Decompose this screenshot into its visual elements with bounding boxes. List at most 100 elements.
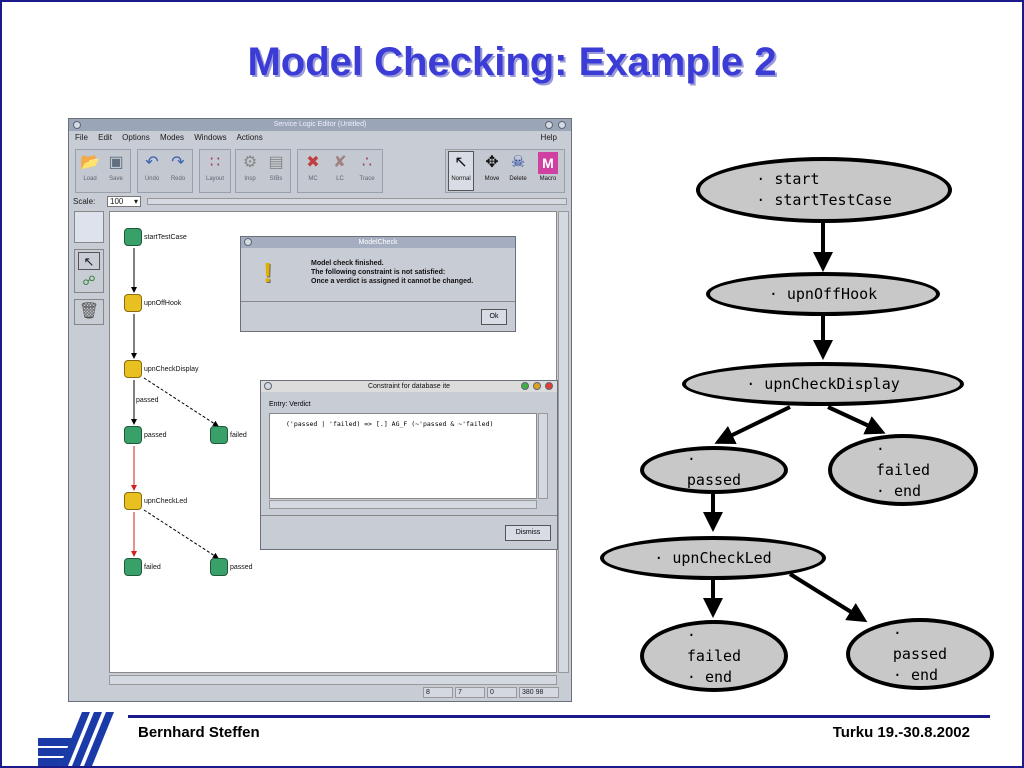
menu-help[interactable]: Help (540, 133, 557, 142)
vertical-scrollbar[interactable] (558, 211, 569, 673)
window-menu-icon[interactable] (244, 238, 252, 246)
sib-icon (124, 558, 142, 576)
macro-mode-button[interactable]: M Macro (536, 152, 560, 182)
layout-button[interactable]: ∷ Layout (203, 152, 227, 182)
edge-label: passed (136, 397, 159, 404)
normal-label: Normal (451, 176, 471, 182)
formula-vscroll[interactable] (538, 413, 548, 499)
menu-windows[interactable]: Windows (194, 133, 227, 142)
lc-button[interactable]: ✘ LC (328, 152, 352, 182)
layout-label: Layout (205, 176, 224, 182)
top-scrollbar[interactable] (147, 198, 567, 205)
sibs-label: SIBs (269, 176, 283, 182)
normal-mode-button[interactable]: ↖Normal (448, 151, 474, 191)
undo-button[interactable]: ↶Undo (140, 152, 164, 182)
dialog-title: Constraint for database ite (367, 383, 451, 390)
lc-label: LC (336, 176, 344, 182)
window-menu-icon[interactable] (73, 121, 81, 129)
trash-icon[interactable]: 🗑 (74, 299, 104, 325)
layout-icon: ∷ (209, 154, 221, 171)
graph-node[interactable]: passed (210, 558, 253, 576)
scale-label: Scale: (73, 197, 96, 206)
graph-edge (143, 509, 219, 559)
move-icon: ✥ (485, 154, 499, 171)
sibs-icon: ▤ (268, 154, 284, 171)
formula-hscroll[interactable] (269, 500, 537, 509)
menu-options[interactable]: Options (122, 133, 150, 142)
dialog-titlebar: Constraint for database ite (261, 381, 557, 392)
graph-node[interactable]: upnCheckLed (124, 492, 187, 510)
dialog-titlebar: ModelCheck (241, 237, 515, 248)
minimize-icon[interactable] (533, 382, 541, 390)
graph-edges (131, 248, 219, 559)
ok-button[interactable]: Ok (481, 309, 507, 325)
flow-node-label: · failed · end (686, 625, 742, 686)
modelcheck-message: Model check finished. The following cons… (311, 259, 473, 286)
flow-node-label: · failed · end (875, 439, 931, 500)
status-cell: 380 98 (519, 687, 559, 698)
dismiss-button[interactable]: Dismiss (505, 525, 551, 541)
move-mode-button[interactable]: ✥ Move (480, 152, 504, 182)
toolbar-group-layout: ∷ Layout (199, 149, 231, 193)
node-label: failed (144, 563, 161, 571)
palette-tools: ↖ ☍ (74, 249, 104, 293)
redo-button[interactable]: ↷ Redo (166, 152, 190, 182)
sib-icon (210, 558, 228, 576)
entry-label: Entry: Verdict (269, 401, 311, 408)
graph-node[interactable]: upnOffHook (124, 294, 181, 312)
graph-node[interactable]: passed (124, 426, 167, 444)
graph-node[interactable]: failed (124, 558, 161, 576)
trace-icon: ∴ (361, 154, 373, 171)
maximize-icon[interactable] (558, 121, 566, 129)
phone-icon (124, 294, 142, 312)
horizontal-scrollbar[interactable] (109, 675, 557, 685)
node-label: passed (144, 431, 167, 439)
macro-label: Macro (539, 176, 557, 182)
connect-tool-icon[interactable]: ☍ (82, 273, 96, 288)
save-label: Save (109, 176, 123, 182)
macro-icon: M (538, 152, 558, 174)
maximize-icon[interactable] (521, 382, 529, 390)
delete-label: Delete (509, 176, 527, 182)
menu-actions[interactable]: Actions (236, 133, 263, 142)
menu-modes[interactable]: Modes (159, 133, 184, 142)
footer-author: Bernhard Steffen (138, 724, 260, 741)
close-icon[interactable] (545, 382, 553, 390)
toolbar-group-modes: ↖Normal ✥ Move ☠Delete M Macro (445, 149, 565, 193)
menu-edit[interactable]: Edit (98, 133, 112, 142)
redo-label: Redo (170, 176, 186, 182)
scale-select[interactable]: 100▾ (107, 196, 141, 207)
footer-place-date: Turku 19.-30.8.2002 (832, 724, 970, 741)
sib-icon (210, 426, 228, 444)
flow-node-label: · passed (686, 450, 742, 489)
redo-icon: ↷ (171, 154, 185, 171)
mc-button[interactable]: ✖MC (301, 152, 325, 182)
graph-node[interactable]: upnCheckDisplay (124, 360, 198, 378)
save-button[interactable]: ▣Save (104, 152, 128, 182)
insp-button[interactable]: ⚙Insp (238, 152, 262, 182)
flow-node-passed-end: · passed · end (846, 618, 994, 690)
inspect-icon: ⚙ (242, 154, 258, 171)
flow-node-failed-end: · failed · end (828, 434, 978, 506)
sib-icon (124, 228, 142, 246)
graph-node[interactable]: failed (210, 426, 247, 444)
sibs-button[interactable]: ▤ SIBs (264, 152, 288, 182)
scale-bar: Scale: 100▾ (69, 196, 571, 208)
status-cell: 8 (423, 687, 453, 698)
move-label: Move (484, 176, 500, 182)
trace-button[interactable]: ∴ Trace (355, 152, 379, 182)
load-button[interactable]: 📂Load (78, 152, 102, 182)
menu-file[interactable]: File (75, 133, 88, 142)
graph-node[interactable]: startTestCase (124, 228, 187, 246)
flow-node-start: · start · startTestCase (696, 157, 952, 223)
minimize-icon[interactable] (545, 121, 553, 129)
select-tool-icon[interactable]: ↖ (78, 252, 100, 270)
window-menu-icon[interactable] (264, 382, 272, 390)
local-check-icon: ✘ (333, 154, 347, 171)
flow-node-label: · upnOffHook (768, 284, 878, 303)
formula-textarea[interactable]: ('passed | 'failed) => [.] AG_F (~'passe… (269, 413, 537, 499)
formula-text: ('passed | 'failed) => [.] AG_F (~'passe… (286, 420, 494, 428)
delete-mode-button[interactable]: ☠Delete (506, 152, 530, 182)
trace-label: Trace (359, 176, 375, 182)
